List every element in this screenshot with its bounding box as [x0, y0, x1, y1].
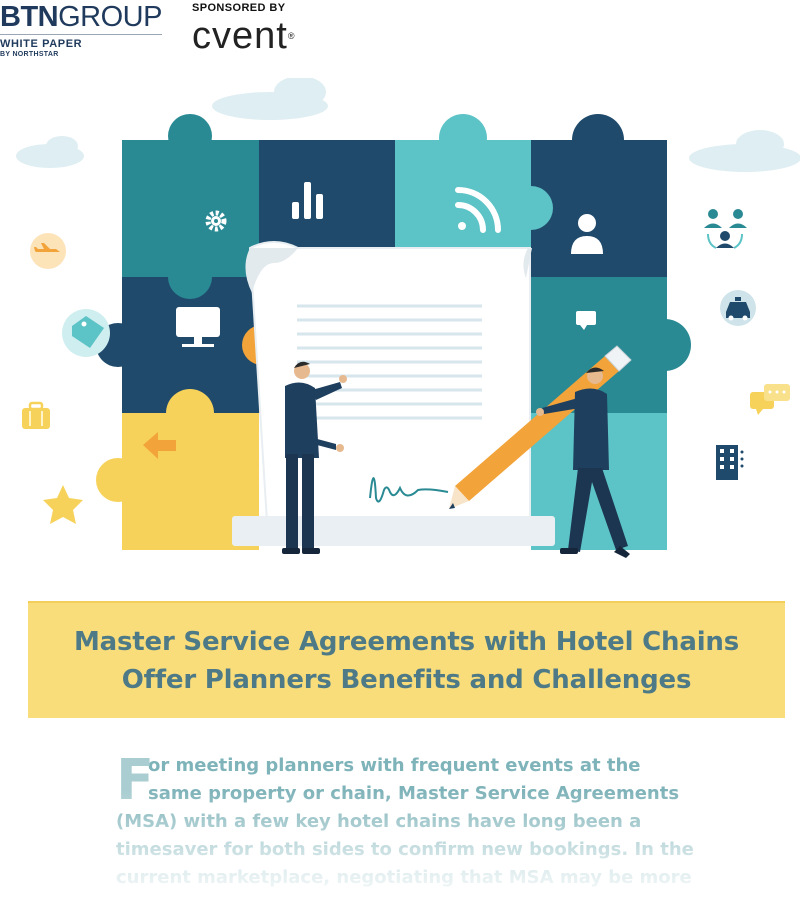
arrow-left-icon — [143, 432, 176, 459]
cloud-shape — [16, 136, 84, 168]
gear-icon — [205, 210, 227, 232]
monitor-icon — [176, 307, 220, 347]
cvent-wordmark: cvent — [192, 15, 288, 57]
chat-icon — [576, 311, 596, 330]
brand-bold: BTN — [0, 1, 59, 33]
cvent-logo: cvent® — [192, 16, 295, 56]
hero-illustration — [16, 78, 800, 558]
person-icon — [571, 214, 603, 254]
intro-line: timesaver for both sides to confirm new … — [116, 839, 694, 860]
briefcase-icon — [22, 401, 50, 429]
contract-document — [232, 241, 555, 546]
chat-bubbles-icon — [750, 384, 790, 415]
intro-paragraph: F or meeting planners with frequent even… — [116, 752, 716, 892]
people-network-icon — [704, 209, 747, 249]
brand-subtitle: WHITE PAPER — [0, 38, 83, 50]
puzzle-grid — [96, 114, 691, 550]
hotel-building-icon — [716, 445, 744, 480]
businessman-carrying-pen — [536, 367, 630, 558]
airplane-icon — [30, 233, 66, 269]
page-header: BTNGROUP WHITE PAPER BY NORTHSTAR SPONSO… — [0, 0, 800, 70]
btn-group-logo: BTNGROUP WHITE PAPER BY NORTHSTAR — [0, 2, 162, 60]
cloud-shape — [212, 78, 328, 120]
wifi-icon — [455, 187, 501, 233]
intro-line: same property or chain, Master Service A… — [148, 783, 680, 804]
intro-line: current marketplace, negotiating that MS… — [116, 867, 692, 888]
brand-regular: GROUP — [58, 1, 162, 33]
signature-line — [369, 477, 449, 503]
page-title-line-1: Master Service Agreements with Hotel Cha… — [74, 626, 739, 657]
brand-byline: BY NORTHSTAR — [0, 51, 59, 58]
page-title-line-2: Offer Planners Benefits and Challenges — [121, 664, 692, 695]
star-icon — [43, 485, 83, 524]
registered-mark: ® — [287, 31, 296, 41]
businessman-pointing — [282, 361, 347, 554]
intro-line: (MSA) with a few key hotel chains have l… — [116, 811, 642, 832]
title-band: Master Service Agreements with Hotel Cha… — [28, 601, 785, 718]
sponsor-block: SPONSORED BY cvent® — [192, 2, 295, 56]
drop-cap: F — [116, 748, 155, 813]
puzzle-piece — [122, 140, 259, 277]
sponsor-label: SPONSORED BY — [192, 2, 286, 14]
tag-icon — [62, 309, 110, 357]
cloud-shape — [689, 130, 800, 172]
brand-divider — [0, 34, 162, 35]
taxi-icon — [720, 290, 756, 326]
intro-line: or meeting planners with frequent events… — [148, 755, 641, 776]
bar-chart-icon — [292, 182, 323, 219]
